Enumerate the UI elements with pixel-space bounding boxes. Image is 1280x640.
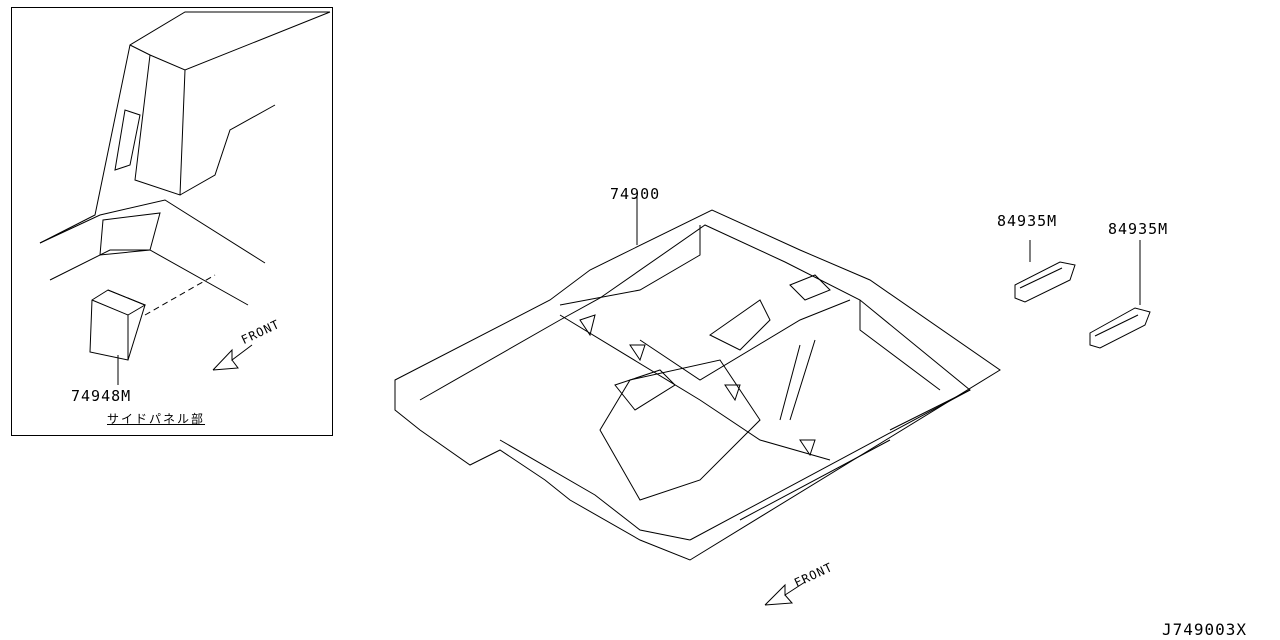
front-arrow-icon xyxy=(764,581,806,606)
inset-caption: サイドパネル部 xyxy=(107,412,206,426)
clip-right-sketch xyxy=(1089,240,1151,349)
part-number-84935m-left[interactable]: 84935M xyxy=(997,212,1058,230)
side-panel-inset xyxy=(11,7,333,436)
diagram-code: J749003X xyxy=(1162,620,1248,639)
part-number-74900[interactable]: 74900 xyxy=(610,185,661,203)
floor-carpet-sketch xyxy=(394,195,1001,561)
side-panel-sketch xyxy=(39,11,331,385)
part-number-84935m-right[interactable]: 84935M xyxy=(1108,220,1169,238)
clip-left-sketch xyxy=(1014,240,1076,303)
part-number-74948m[interactable]: 74948M xyxy=(71,387,132,405)
